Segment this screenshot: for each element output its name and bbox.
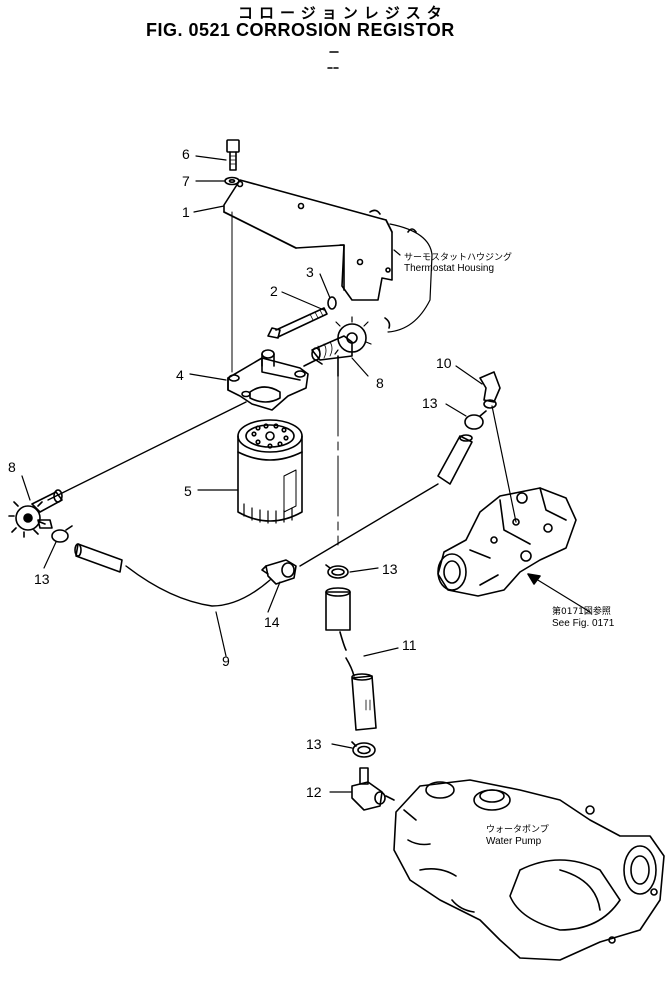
lock-washer [327,296,337,310]
callout-12: 12 [306,784,322,800]
callout-8-lower: 8 [8,459,16,475]
callout-11: 11 [402,637,417,653]
callout-4: 4 [176,367,184,383]
callout-1: 1 [182,204,190,220]
callout-3: 3 [306,264,314,280]
callout-10: 10 [436,355,452,371]
hose-end-right [437,434,473,485]
bracket [223,179,417,301]
note-see-fig-jp: 第0171図参照 [552,605,611,617]
callout-13-upper: 13 [422,395,438,411]
callout-13-left: 13 [34,571,50,587]
hose-clamp-lower [351,741,376,758]
figure-title: FIG. 0521 CORROSION REGISTOR [146,20,455,40]
callout-5: 5 [184,483,192,499]
note-water-pump: Water Pump [486,836,542,847]
hose-11 [325,587,377,731]
valve-lower [8,489,63,538]
hose-clip [261,559,297,585]
filter-head [227,349,323,411]
callout-13-mid: 13 [382,561,398,577]
bolt [226,139,240,171]
long-bolt [267,307,328,339]
callout-9: 9 [222,653,230,669]
note-thermostat: Thermostat Housing [404,263,494,274]
washer [224,176,240,186]
thermostat-housing [437,487,577,597]
note-thermostat-jp: サーモスタットハウジング [404,251,512,263]
elbow-fitting [479,371,501,409]
note-water-pump-jp: ウォータポンプ [486,824,549,835]
hose-clamp-left [51,525,73,543]
hose-clamp-mid [325,564,349,579]
title-japanese: コロージョンレジスタ [238,4,448,22]
connector [351,767,395,811]
callout-2: 2 [270,283,278,299]
note-see-fig: See Fig. 0171 [552,618,615,629]
callout-14: 14 [264,614,280,630]
hose-end-left [74,543,123,573]
callout-7: 7 [182,173,190,189]
callout-6: 6 [182,146,190,162]
hose-clamp-upper [464,410,487,430]
water-pump [393,779,665,961]
filter-element [237,419,303,524]
valve-upper [311,316,372,377]
callout-13-lower: 13 [306,736,322,752]
callout-8-upper: 8 [376,375,384,391]
